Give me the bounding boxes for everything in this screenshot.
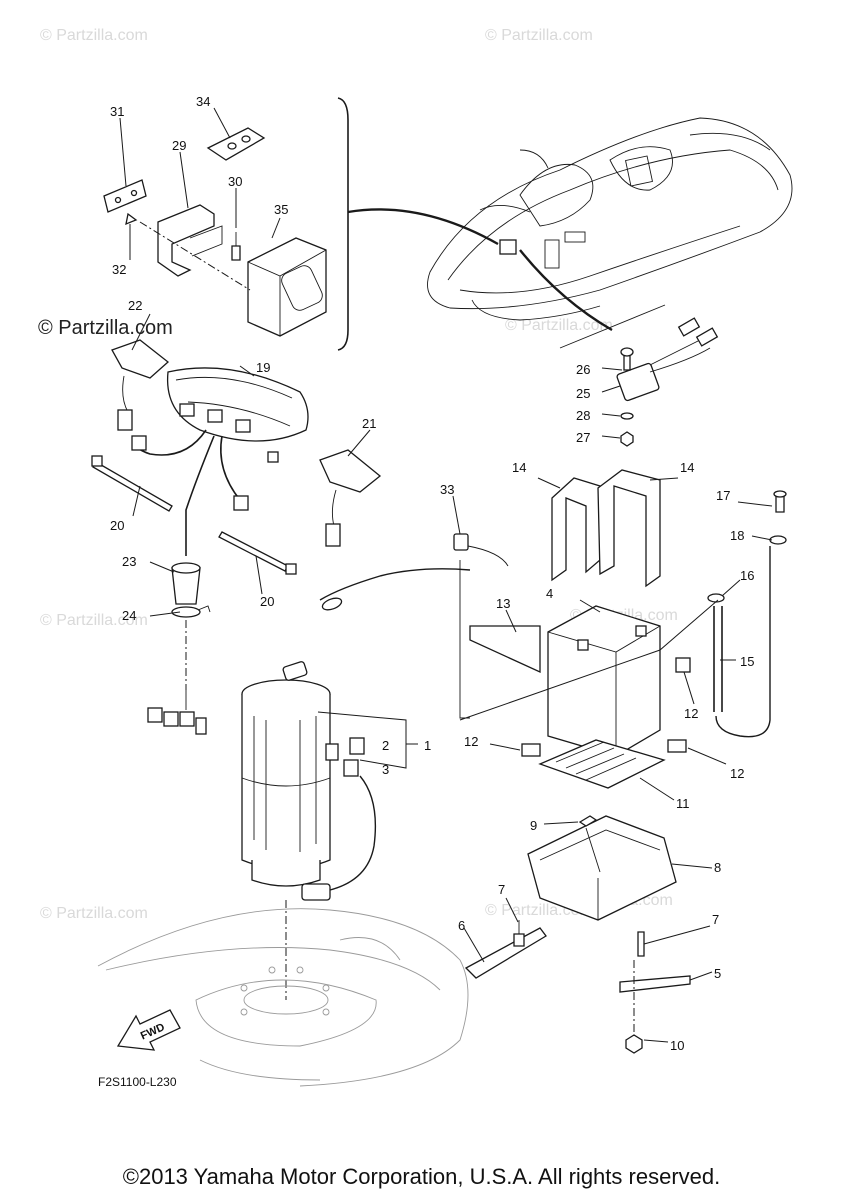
meter-and-switches	[91, 339, 382, 735]
callout-31: 31	[110, 104, 124, 119]
remote-bracket-set	[103, 127, 327, 337]
watermark: © Partzilla.com	[505, 317, 613, 334]
copyright-notice: ©2013 Yamaha Motor Corporation, U.S.A. A…	[122, 1164, 721, 1189]
callout-20a: 20	[110, 518, 124, 533]
fuel-pump-assembly	[241, 661, 418, 1000]
callout-25: 25	[576, 386, 590, 401]
callout-18: 18	[730, 528, 744, 543]
watermark: © Partzilla.com	[40, 905, 148, 922]
callout-14a: 14	[512, 460, 526, 475]
callout-32: 32	[112, 262, 126, 277]
callout-33: 33	[440, 482, 454, 497]
callout-12c: 12	[730, 766, 744, 781]
callout-7a: 7	[498, 882, 505, 897]
callout-35: 35	[274, 202, 288, 217]
callout-10: 10	[670, 1038, 684, 1053]
callout-19: 19	[256, 360, 270, 375]
forward-arrow: FWD	[116, 1009, 181, 1051]
callout-12b: 12	[464, 734, 478, 749]
watermark: © Partzilla.com	[40, 612, 148, 629]
callout-23: 23	[122, 554, 136, 569]
callout-12a: 12	[684, 706, 698, 721]
callout-8: 8	[714, 860, 721, 875]
callout-22: 22	[128, 298, 142, 313]
callout-30: 30	[228, 174, 242, 189]
callout-6: 6	[458, 918, 465, 933]
diagram-code: F2S1100-L230	[98, 1075, 177, 1089]
callout-9: 9	[530, 818, 537, 833]
sensor-assembly-25	[616, 317, 719, 447]
watercraft-illustration	[427, 117, 793, 349]
watermark: © Partzilla.com	[485, 27, 593, 44]
callout-28: 28	[576, 408, 590, 423]
callout-34: 34	[196, 94, 210, 109]
inset-bracket	[337, 97, 499, 351]
callout-17: 17	[716, 488, 730, 503]
leader-lines	[119, 107, 773, 1043]
watermark: © Partzilla.com	[40, 27, 148, 44]
callout-4: 4	[546, 586, 553, 601]
callout-16: 16	[740, 568, 754, 583]
callout-29: 29	[172, 138, 186, 153]
callout-5: 5	[714, 966, 721, 981]
callout-13: 13	[496, 596, 510, 611]
callout-2: 2	[382, 738, 389, 753]
callout-27: 27	[576, 430, 590, 445]
battery-area	[319, 469, 787, 789]
callout-15: 15	[740, 654, 754, 669]
callout-24: 24	[122, 608, 136, 623]
callout-11: 11	[676, 796, 690, 811]
battery-box	[464, 815, 691, 1054]
callout-3: 3	[382, 762, 389, 777]
callout-14b: 14	[680, 460, 694, 475]
callout-20b: 20	[260, 594, 274, 609]
callout-26: 26	[576, 362, 590, 377]
hull-base	[97, 908, 469, 1087]
callout-7b: 7	[712, 912, 719, 927]
watermark-strong: © Partzilla.com	[38, 317, 173, 339]
callout-21: 21	[362, 416, 376, 431]
callouts: 1 2 3 4 5 6 7 7 8 9 10 11 12 12 12 13 14…	[110, 94, 754, 1053]
callout-1: 1	[424, 738, 431, 753]
